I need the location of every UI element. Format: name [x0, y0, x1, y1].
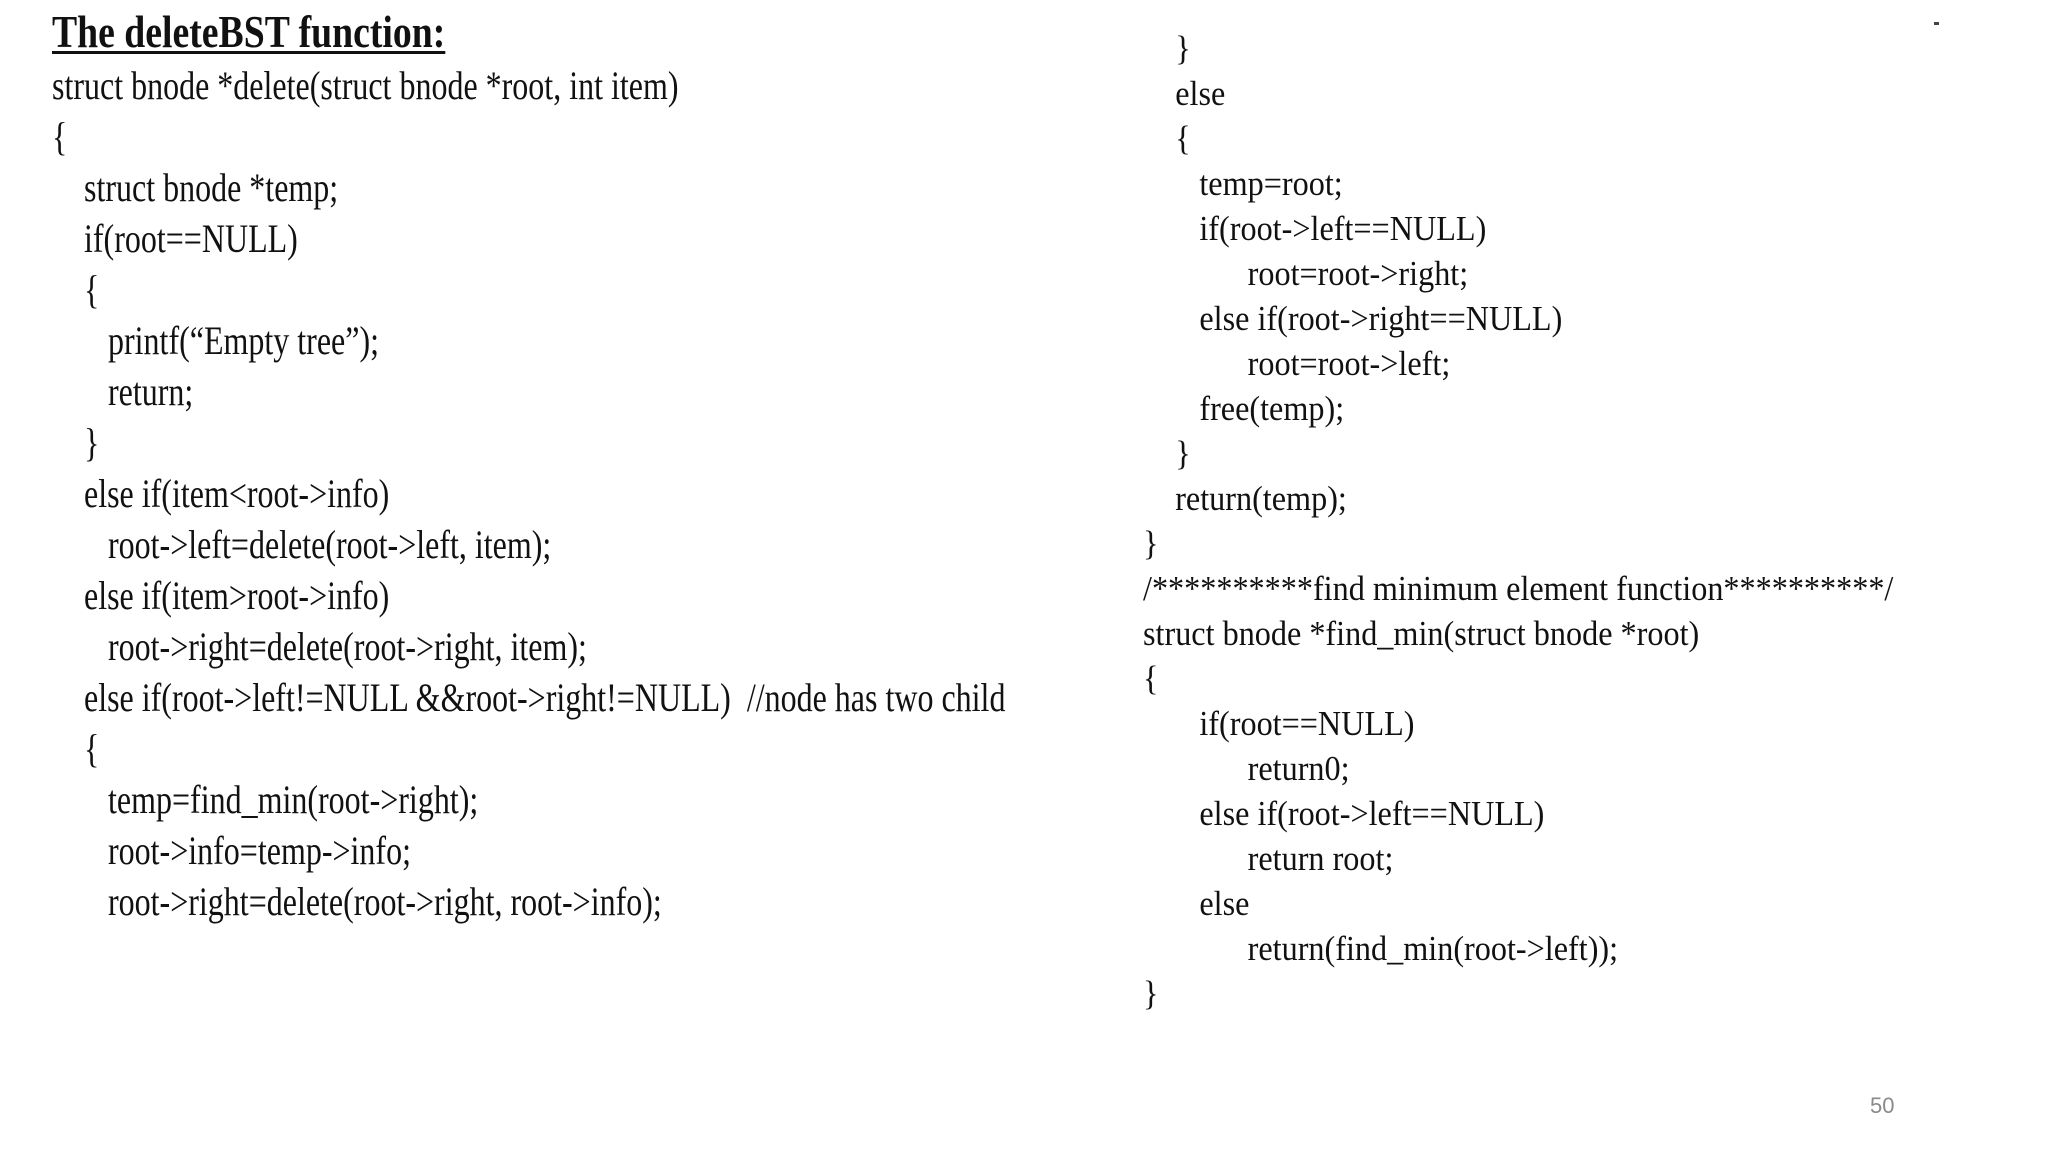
slide-title: The deleteBST function:: [52, 6, 446, 57]
left-code-column: The deleteBST function: struct bnode *de…: [52, 6, 1142, 927]
code-line: {: [52, 114, 68, 159]
code-line: struct bnode *find_min(struct bnode *roo…: [1143, 614, 1700, 653]
code-line: else: [1143, 74, 1226, 113]
code-line: struct bnode *delete(struct bnode *root,…: [52, 63, 679, 108]
right-code-column: } else { temp=root; if(root->left==NULL)…: [1143, 26, 2043, 1016]
code-line: struct bnode *temp;: [52, 165, 339, 210]
code-line: free(temp);: [1143, 389, 1345, 428]
code-line: root->right=delete(root->right, item);: [52, 624, 587, 669]
code-line: {: [52, 267, 100, 312]
code-line: else if(item>root->info): [52, 573, 390, 618]
code-line: return root;: [1143, 839, 1394, 878]
code-line: }: [1143, 29, 1191, 68]
code-line: else if(root->right==NULL): [1143, 299, 1563, 338]
comment-line: /**********find minimum element function…: [1143, 569, 1894, 608]
code-line: return0;: [1143, 749, 1350, 788]
code-line: }: [1143, 524, 1159, 563]
code-line: if(root->left==NULL): [1143, 209, 1487, 248]
code-line: return;: [52, 369, 194, 414]
code-line: root->info=temp->info;: [52, 828, 411, 873]
code-line: {: [1143, 659, 1159, 698]
code-line: root=root->left;: [1143, 344, 1451, 383]
code-line: }: [1143, 434, 1191, 473]
code-line: }: [1143, 974, 1159, 1013]
code-line: if(root==NULL): [1143, 704, 1415, 743]
code-line: root->right=delete(root->right, root->in…: [52, 879, 662, 924]
slide-page-number: 50: [1870, 1093, 1895, 1118]
corner-dot-mark: [1934, 22, 1939, 25]
code-line: else if(item<root->info): [52, 471, 390, 516]
code-line: return(temp);: [1143, 479, 1347, 518]
code-line: temp=find_min(root->right);: [52, 777, 479, 822]
code-line: root->left=delete(root->left, item);: [52, 522, 552, 567]
code-line: else if(root->left==NULL): [1143, 794, 1545, 833]
code-line: temp=root;: [1143, 164, 1343, 203]
code-line: {: [52, 726, 100, 771]
code-line: return(find_min(root->left));: [1143, 929, 1619, 968]
code-line: else if(root->left!=NULL &&root->right!=…: [52, 675, 1006, 720]
code-line: }: [52, 420, 100, 465]
code-line: root=root->right;: [1143, 254, 1469, 293]
code-line: {: [1143, 119, 1191, 158]
code-line: else: [1143, 884, 1250, 923]
code-line: printf(“Empty tree”);: [52, 318, 379, 363]
code-line: if(root==NULL): [52, 216, 298, 261]
